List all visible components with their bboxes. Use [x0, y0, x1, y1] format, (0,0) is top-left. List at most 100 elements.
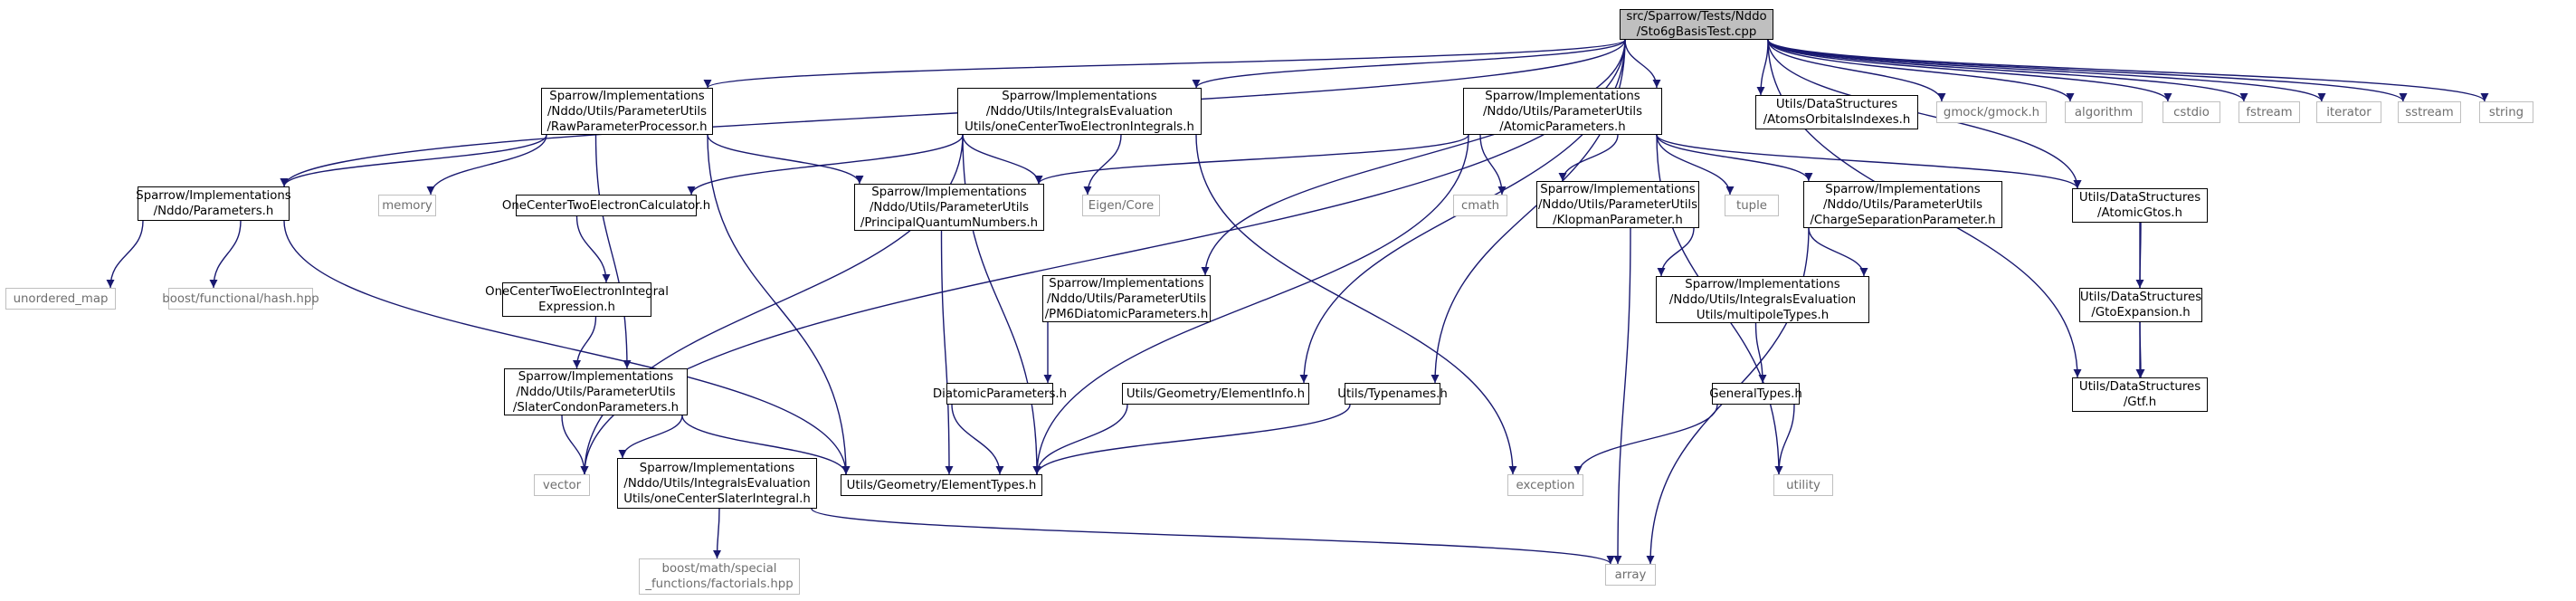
- edge-oc2ei-to-oc2ecalc: [687, 134, 964, 196]
- graph-node-atomic[interactable]: Sparrow/Implementations /Nddo/Utils/Para…: [1463, 88, 1662, 135]
- graph-node-vector: vector: [534, 474, 590, 496]
- graph-node-boosthash: boost/functional/hash.hpp: [162, 288, 319, 310]
- graph-node-slater[interactable]: Sparrow/Implementations /Nddo/Utils/Para…: [504, 368, 688, 415]
- graph-node-string: string: [2479, 101, 2533, 123]
- graph-node-label: Sparrow/Implementations /Nddo/Utils/Para…: [547, 89, 708, 134]
- edge-gtoexp-to-gtf: [2136, 321, 2145, 378]
- edge-oc2ei-to-eigen: [1083, 134, 1122, 196]
- graph-node-label: Utils/Typenames.h: [1337, 386, 1448, 401]
- edge-root-to-cstdio: [1767, 39, 2172, 102]
- edge-slater-to-elemtypes: [681, 415, 851, 475]
- edge-typenames-to-elemtypes: [1032, 404, 1351, 475]
- graph-node-boostfact: boost/math/special _functions/factorials…: [639, 558, 800, 595]
- graph-node-label: algorithm: [2074, 105, 2134, 119]
- graph-node-memory: memory: [378, 195, 436, 216]
- graph-node-klopman[interactable]: Sparrow/Implementations /Nddo/Utils/Para…: [1536, 181, 1699, 228]
- edge-root-to-pm6: [1201, 39, 1626, 276]
- edge-atomic-to-klopman: [1558, 134, 1619, 182]
- graph-node-label: Sparrow/Implementations /Nddo/Utils/Para…: [512, 369, 680, 415]
- graph-node-params[interactable]: Sparrow/Implementations /Nddo/Parameters…: [136, 186, 291, 221]
- graph-node-raw[interactable]: Sparrow/Implementations /Nddo/Utils/Para…: [541, 88, 713, 135]
- edge-atomic-to-pqn: [1034, 134, 1469, 185]
- edge-slater-to-ocslater: [618, 415, 683, 459]
- graph-node-aoidx[interactable]: Utils/DataStructures /AtomsOrbitalsIndex…: [1755, 95, 1918, 129]
- edge-slater-to-vector: [561, 415, 589, 475]
- graph-node-eigen: Eigen/Core: [1082, 195, 1160, 216]
- graph-node-label: Sparrow/Implementations /Nddo/Utils/Inte…: [623, 461, 811, 506]
- graph-node-gmock: gmock/gmock.h: [1936, 101, 2047, 123]
- edge-root-to-string: [1767, 39, 2489, 102]
- graph-node-oc2ecalc[interactable]: OneCenterTwoElectronCalculator.h: [502, 195, 710, 216]
- edge-root-to-atomic: [1624, 39, 1661, 89]
- edge-oc2eexpr-to-slater: [573, 316, 597, 369]
- graph-node-oc2ei[interactable]: Sparrow/Implementations /Nddo/Utils/Inte…: [957, 88, 1202, 135]
- graph-node-label: boost/functional/hash.hpp: [162, 291, 319, 306]
- graph-node-exception: exception: [1507, 474, 1583, 496]
- graph-node-label: string: [2488, 105, 2524, 119]
- edge-params-to-elemtypes: [283, 220, 851, 475]
- edge-ocslater-to-array: [811, 508, 1615, 565]
- graph-node-atomicgtos[interactable]: Utils/DataStructures /AtomicGtos.h: [2072, 188, 2208, 223]
- graph-node-label: exception: [1516, 478, 1575, 492]
- edge-root-to-gmock: [1767, 39, 1946, 102]
- graph-node-label: OneCenterTwoElectronIntegral Expression.…: [485, 285, 669, 314]
- graph-node-diatomic[interactable]: DiatomicParameters.h: [933, 383, 1067, 405]
- edge-chargesep-to-multipole: [1808, 227, 1868, 277]
- graph-node-sstream: sstream: [2398, 101, 2461, 123]
- edge-root-to-sstream: [1767, 39, 2408, 102]
- graph-node-label: Sparrow/Implementations /Nddo/Parameters…: [136, 189, 291, 218]
- graph-node-label: boost/math/special _functions/factorials…: [645, 562, 794, 591]
- graph-node-algorithm: algorithm: [2065, 101, 2143, 123]
- edge-params-to-umap: [106, 220, 144, 289]
- graph-node-label: Utils/DataStructures /Gtf.h: [2078, 380, 2201, 409]
- edge-root-to-oc2ei: [1192, 39, 1626, 89]
- graph-node-iterator: iterator: [2316, 101, 2381, 123]
- graph-node-pqn[interactable]: Sparrow/Implementations /Nddo/Utils/Para…: [854, 184, 1044, 231]
- edge-root-to-aoidx: [1756, 39, 1769, 96]
- edge-raw-to-memory: [426, 134, 547, 196]
- graph-node-label: vector: [542, 478, 582, 492]
- graph-node-label: Utils/DataStructures /AtomsOrbitalsIndex…: [1763, 98, 1911, 127]
- graph-node-label: Eigen/Core: [1088, 198, 1155, 213]
- edge-oc2ei-to-exception: [1195, 134, 1517, 475]
- edge-klopman-to-multipole: [1657, 227, 1695, 277]
- graph-node-label: Sparrow/Implementations /Nddo/Utils/Para…: [1810, 182, 1996, 227]
- graph-node-label: src/Sparrow/Tests/Nddo /Sto6gBasisTest.c…: [1626, 10, 1767, 39]
- graph-node-multipole[interactable]: Sparrow/Implementations /Nddo/Utils/Inte…: [1656, 276, 1869, 323]
- graph-node-label: iterator: [2326, 105, 2372, 119]
- graph-node-label: Sparrow/Implementations /Nddo/Utils/Para…: [1044, 276, 1209, 321]
- edge-raw-to-slater: [594, 134, 632, 369]
- graph-node-chargesep[interactable]: Sparrow/Implementations /Nddo/Utils/Para…: [1803, 181, 2002, 228]
- graph-node-label: Sparrow/Implementations /Nddo/Utils/Para…: [860, 185, 1039, 230]
- edge-ocslater-to-boostfact: [713, 508, 722, 559]
- graph-node-label: utility: [1786, 478, 1820, 492]
- graph-node-label: GeneralTypes.h: [1709, 386, 1802, 401]
- graph-node-label: fstream: [2246, 105, 2293, 119]
- edge-root-to-raw: [703, 39, 1626, 89]
- graph-node-label: Utils/DataStructures /AtomicGtos.h: [2078, 191, 2201, 220]
- graph-node-gtoexp[interactable]: Utils/DataStructures /GtoExpansion.h: [2079, 288, 2202, 322]
- edge-raw-to-params: [280, 134, 547, 187]
- graph-node-gtf[interactable]: Utils/DataStructures /Gtf.h: [2072, 377, 2208, 412]
- graph-node-label: cmath: [1460, 198, 1500, 213]
- edge-params-to-boosthash: [209, 220, 242, 289]
- graph-node-root[interactable]: src/Sparrow/Tests/Nddo /Sto6gBasisTest.c…: [1620, 9, 1773, 40]
- graph-node-label: Sparrow/Implementations /Nddo/Utils/Inte…: [965, 89, 1194, 134]
- graph-node-utility: utility: [1773, 474, 1833, 496]
- edge-oc2ei-to-pqn: [962, 134, 1043, 185]
- graph-node-oc2eexpr[interactable]: OneCenterTwoElectronIntegral Expression.…: [485, 282, 669, 317]
- graph-node-typenames[interactable]: Utils/Typenames.h: [1337, 383, 1448, 405]
- graph-node-eleminfo[interactable]: Utils/Geometry/ElementInfo.h: [1122, 383, 1309, 405]
- graph-node-label: Utils/Geometry/ElementInfo.h: [1126, 386, 1306, 401]
- graph-node-pm6[interactable]: Sparrow/Implementations /Nddo/Utils/Para…: [1042, 275, 1211, 322]
- graph-node-label: OneCenterTwoElectronCalculator.h: [501, 198, 711, 213]
- graph-node-ocslater[interactable]: Sparrow/Implementations /Nddo/Utils/Inte…: [617, 458, 817, 509]
- graph-node-general[interactable]: GeneralTypes.h: [1709, 383, 1802, 405]
- graph-node-label: Sparrow/Implementations /Nddo/Utils/Para…: [1537, 182, 1698, 227]
- graph-node-elemtypes[interactable]: Utils/Geometry/ElementTypes.h: [841, 474, 1042, 496]
- edge-atomic-to-chargesep: [1656, 134, 1813, 182]
- graph-node-label: Utils/Geometry/ElementTypes.h: [846, 478, 1037, 492]
- edge-general-to-utility: [1774, 404, 1795, 475]
- graph-node-label: sstream: [2405, 105, 2454, 119]
- edge-root-to-iterator: [1767, 39, 2326, 102]
